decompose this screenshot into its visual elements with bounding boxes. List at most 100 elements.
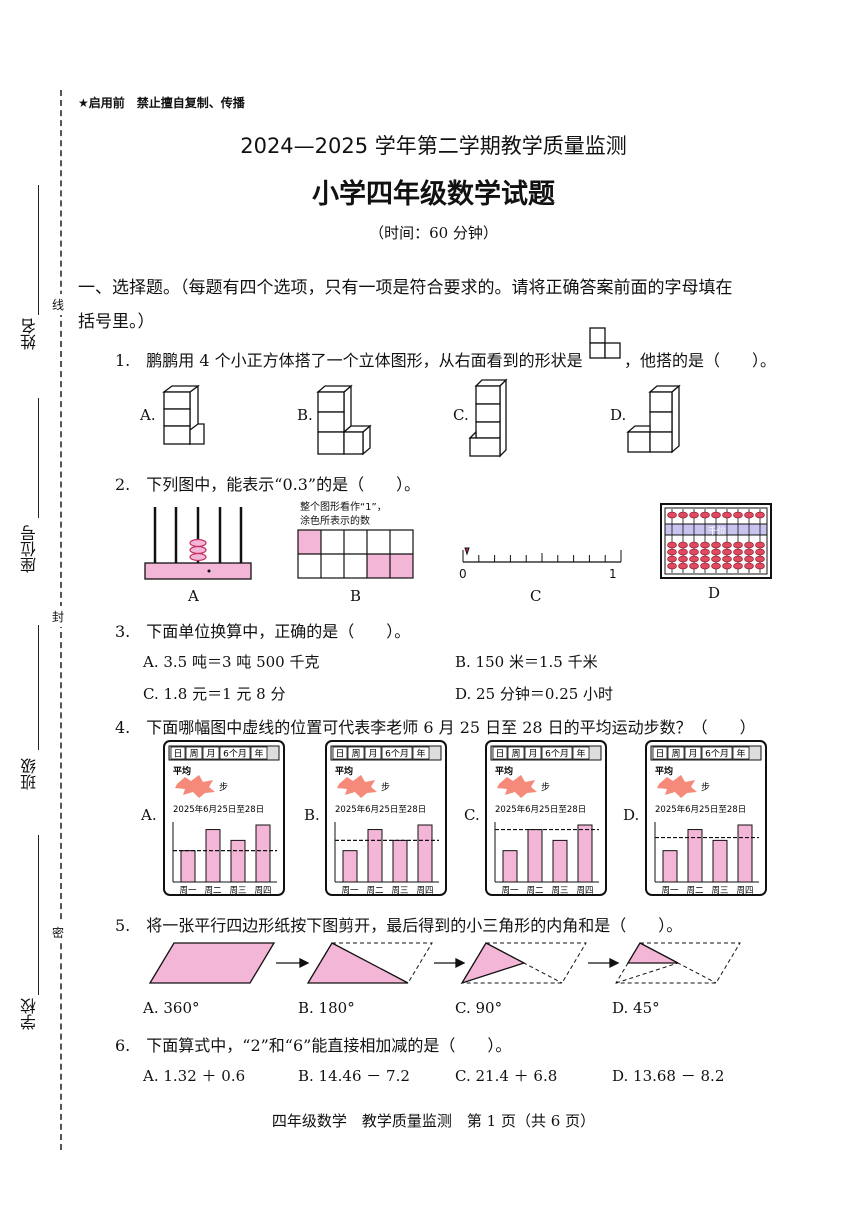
side-label-name: 姓名 <box>20 318 39 350</box>
q1-label-c: C. <box>453 406 469 424</box>
q4-bar <box>687 829 703 883</box>
abacus-bead-upper <box>733 511 743 519</box>
abacus-bead-lower <box>755 562 765 570</box>
seal-char-xian: 线 <box>52 294 65 315</box>
q1-text-b: ，他搭的是（ ）。 <box>624 351 777 370</box>
q5-option-b: B. 180° <box>298 999 355 1017</box>
abacus-bead-lower <box>689 562 699 570</box>
q4-bar <box>417 824 433 883</box>
q3-option-c: C. 1.8 元＝1 元 8 分 <box>143 685 286 703</box>
q2-label-a: A <box>188 587 199 605</box>
abacus-bead-lower <box>744 548 754 556</box>
q3-option-d: D. 25 分钟＝0.25 小时 <box>455 685 614 703</box>
q4-tab: 6个月 <box>705 749 729 760</box>
abacus-bead-lower <box>667 555 677 563</box>
abacus-bead-lower <box>744 555 754 563</box>
q4-tab: 日 <box>173 749 182 760</box>
abacus-bead-lower <box>755 548 765 556</box>
q4-tab: 年 <box>416 748 425 760</box>
abacus-bead-upper <box>755 511 765 519</box>
abacus-bead-lower <box>733 548 743 556</box>
page-footer: 四年级数学 教学质量监测 第 1 页（共 6 页） <box>271 1112 596 1130</box>
q4-date-range: 2025年6月25日至28日 <box>655 804 746 815</box>
q1-label-a: A. <box>140 406 156 424</box>
q2-label-c: C <box>530 587 542 605</box>
abacus-bead-lower <box>689 555 699 563</box>
abacus-bead-lower <box>744 562 754 570</box>
section1-heading-line2: 括号里。） <box>78 312 155 332</box>
q1-option-c-figure <box>468 378 508 458</box>
section1-heading-line1: 一、选择题。（每题有四个选项，只有一项是符合要求的。请将正确答案前面的字母填在 <box>78 278 733 298</box>
seat-blank-line <box>38 398 39 518</box>
seal-char-mi: 密 <box>52 922 65 943</box>
q4-text: 4. 下面哪幅图中虚线的位置可代表李老师 6 月 25 日至 28 日的平均运动… <box>115 718 756 737</box>
q4-redaction-blot <box>497 775 537 798</box>
q2-label-d: D <box>708 584 721 602</box>
parallelogram-full <box>148 942 276 984</box>
q2-option-a-counting-frame <box>144 507 252 580</box>
ruler-marker <box>464 547 470 556</box>
q4-bar <box>255 824 271 883</box>
q4-day-label: 周三 <box>711 886 728 896</box>
abacus-bead-lower <box>689 548 699 556</box>
abacus-bead-lower <box>733 555 743 563</box>
q4-tab: 年 <box>576 748 585 760</box>
q4-label-a: A. <box>141 806 157 824</box>
parallelogram-quarter <box>460 942 526 985</box>
abacus-bead-lower <box>733 541 743 549</box>
q4-tab: 周 <box>671 749 680 760</box>
q6-option-d: D. 13.68 － 8.2 <box>612 1067 725 1085</box>
abacus-bead-lower <box>711 555 721 563</box>
q2-option-c-ruler <box>462 547 622 563</box>
exam-time: （时间：60 分钟） <box>369 224 498 242</box>
q4-date-range: 2025年6月25日至28日 <box>495 804 586 815</box>
exam-subtitle: 小学四年级数学试题 <box>312 179 555 210</box>
q1-option-d-figure <box>626 384 681 454</box>
class-blank-line <box>38 625 39 750</box>
q4-bar <box>502 850 518 883</box>
abacus-bead-upper <box>689 511 699 519</box>
q4-avg-label: 平均 <box>495 765 513 777</box>
q3-text: 3. 下面单位换算中，正确的是（ ）。 <box>115 622 411 641</box>
q4-tab: 年 <box>736 748 745 760</box>
abacus-bead-lower <box>667 541 677 549</box>
q4-bar <box>552 839 568 883</box>
q4-day-label: 周三 <box>551 886 568 896</box>
q4-bar <box>205 829 221 883</box>
abacus-bead-lower <box>700 548 710 556</box>
abacus-bead-lower <box>711 562 721 570</box>
abacus-bead-lower <box>722 541 732 549</box>
seal-char-feng: 封 <box>52 606 65 627</box>
q2-note-line1: 整个图形看作“1”， <box>300 502 387 513</box>
abacus-bead-lower <box>667 548 677 556</box>
q4-bar <box>367 829 383 883</box>
q4-label-c: C. <box>464 806 480 824</box>
q4-bar <box>342 850 358 883</box>
q4-label-d: D. <box>623 806 640 824</box>
q2-text: 2. 下列图中，能表示“0.3”的是（ ）。 <box>115 475 421 494</box>
q5-option-c: C. 90° <box>455 999 503 1017</box>
name-blank-line <box>38 185 39 315</box>
q1-label-b: B. <box>297 406 313 424</box>
abacus-bead-lower <box>700 562 710 570</box>
q5-cutting-sequence <box>148 942 741 985</box>
abacus-bead-upper <box>700 511 710 519</box>
q4-day-label: 周四 <box>576 886 593 896</box>
q4-day-label: 周四 <box>416 886 433 896</box>
q4-bar <box>712 839 728 883</box>
q3-option-a: A. 3.5 吨＝3 吨 500 千克 <box>143 653 320 671</box>
q4-bar <box>662 850 678 883</box>
q4-day-label: 周一 <box>501 886 519 896</box>
q6-option-b: B. 14.46 － 7.2 <box>298 1067 410 1085</box>
q4-day-label: 周一 <box>341 886 359 896</box>
q4-avg-label: 平均 <box>335 765 353 777</box>
abacus-bead-lower <box>678 541 688 549</box>
q3-option-b: B. 150 米＝1.5 千米 <box>455 653 598 671</box>
q4-tab: 月 <box>688 749 697 760</box>
abacus-bead-lower <box>678 562 688 570</box>
q5-option-d: D. 45° <box>612 999 660 1017</box>
q4-tab: 月 <box>528 749 537 760</box>
